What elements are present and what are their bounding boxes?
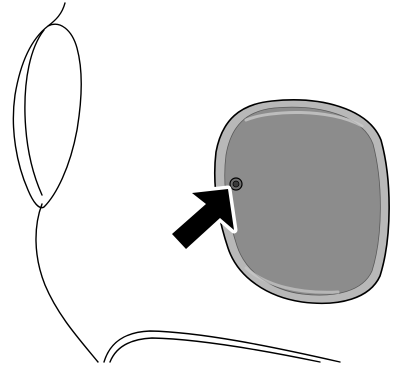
seat-cushion-edge-inner — [110, 338, 320, 362]
seat-cushion-edge-outer — [104, 331, 340, 362]
seat-bolster-inner — [25, 30, 44, 195]
screw-icon — [230, 178, 242, 190]
cover-panel — [215, 100, 389, 303]
seat-back-lower-curve — [36, 204, 98, 362]
seat-top-strap — [48, 3, 65, 26]
seat-bolster-outer — [13, 24, 81, 207]
